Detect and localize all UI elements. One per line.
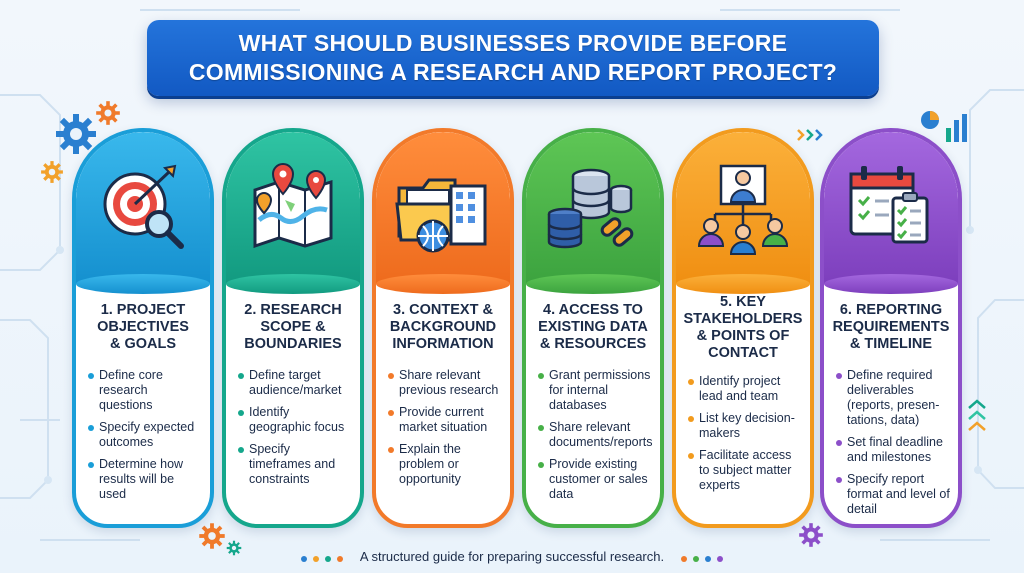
list-item: Share relevant documents/reports (538, 420, 653, 450)
card-list: Grant permissions for internal databases… (538, 368, 653, 509)
gear-icon (56, 114, 96, 154)
title-banner: WHAT SHOULD BUSINESSES PROVIDE BEFORE CO… (147, 20, 879, 96)
gear-icon (799, 523, 823, 547)
list-item: Facilitate access to subject matter expe… (688, 448, 802, 493)
map-pins-icon (253, 163, 333, 249)
target-magnifier-icon (103, 164, 184, 249)
gear-icon (199, 523, 225, 549)
database-link-icon (547, 168, 634, 249)
folder-building-icon (395, 178, 487, 253)
list-item: Identify geographic focus (238, 405, 352, 435)
list-item: Define target audience/market (238, 368, 352, 398)
title-line-2: COMMISSIONING A RESEARCH AND REPORT PROJ… (188, 59, 838, 85)
footer-dots-right (678, 550, 726, 565)
calendar-checklist-icon (849, 166, 929, 244)
list-item: Define required deliverables (reports, p… (836, 368, 950, 428)
card-header (526, 132, 660, 294)
card-header (76, 132, 210, 294)
list-item: List key decision-makers (688, 411, 802, 441)
title-line-1: WHAT SHOULD BUSINESSES PROVIDE BEFORE (238, 30, 788, 56)
org-chart-people-icon (697, 164, 789, 255)
list-item: Explain the problem or opportunity (388, 442, 502, 487)
arrows-right-icon (797, 129, 823, 141)
gear-icon (226, 540, 242, 556)
list-item: Provide current market situation (388, 405, 502, 435)
list-item: Determine how results will be used (88, 457, 202, 502)
card-list: Identify project lead and team List key … (688, 374, 802, 500)
list-item: Grant permissions for internal databases (538, 368, 652, 413)
list-item: Identify project lead and team (688, 374, 802, 404)
gear-icon (96, 101, 120, 125)
card-list: Define core research questions Specify e… (88, 368, 202, 509)
card-header (226, 132, 360, 294)
card-header (676, 132, 810, 294)
footer: A structured guide for preparing success… (0, 549, 1024, 565)
list-item: Specify timeframes and constraints (238, 442, 352, 487)
list-item: Specify report format and level of detai… (836, 472, 950, 517)
card-header (824, 132, 958, 294)
list-item: Set final deadline and milestones (836, 435, 950, 465)
footer-dots-left (298, 550, 346, 565)
card-list: Define target audience/market Identify g… (238, 368, 352, 494)
list-item: Specify expected outcomes (88, 420, 202, 450)
chevrons-up-icon (968, 399, 986, 431)
card-list: Share relevant previous research Provide… (388, 368, 502, 494)
bar-chart-icon (921, 111, 967, 142)
list-item: Provide existing customer or sales data (538, 457, 652, 502)
list-item: Share relevant previous research (388, 368, 502, 398)
footer-caption: A structured guide for preparing success… (359, 549, 665, 564)
gear-icon (41, 161, 63, 183)
list-item: Define core research questions (88, 368, 202, 413)
card-header (376, 132, 510, 294)
card-list: Define required deliverables (reports, p… (836, 368, 950, 524)
